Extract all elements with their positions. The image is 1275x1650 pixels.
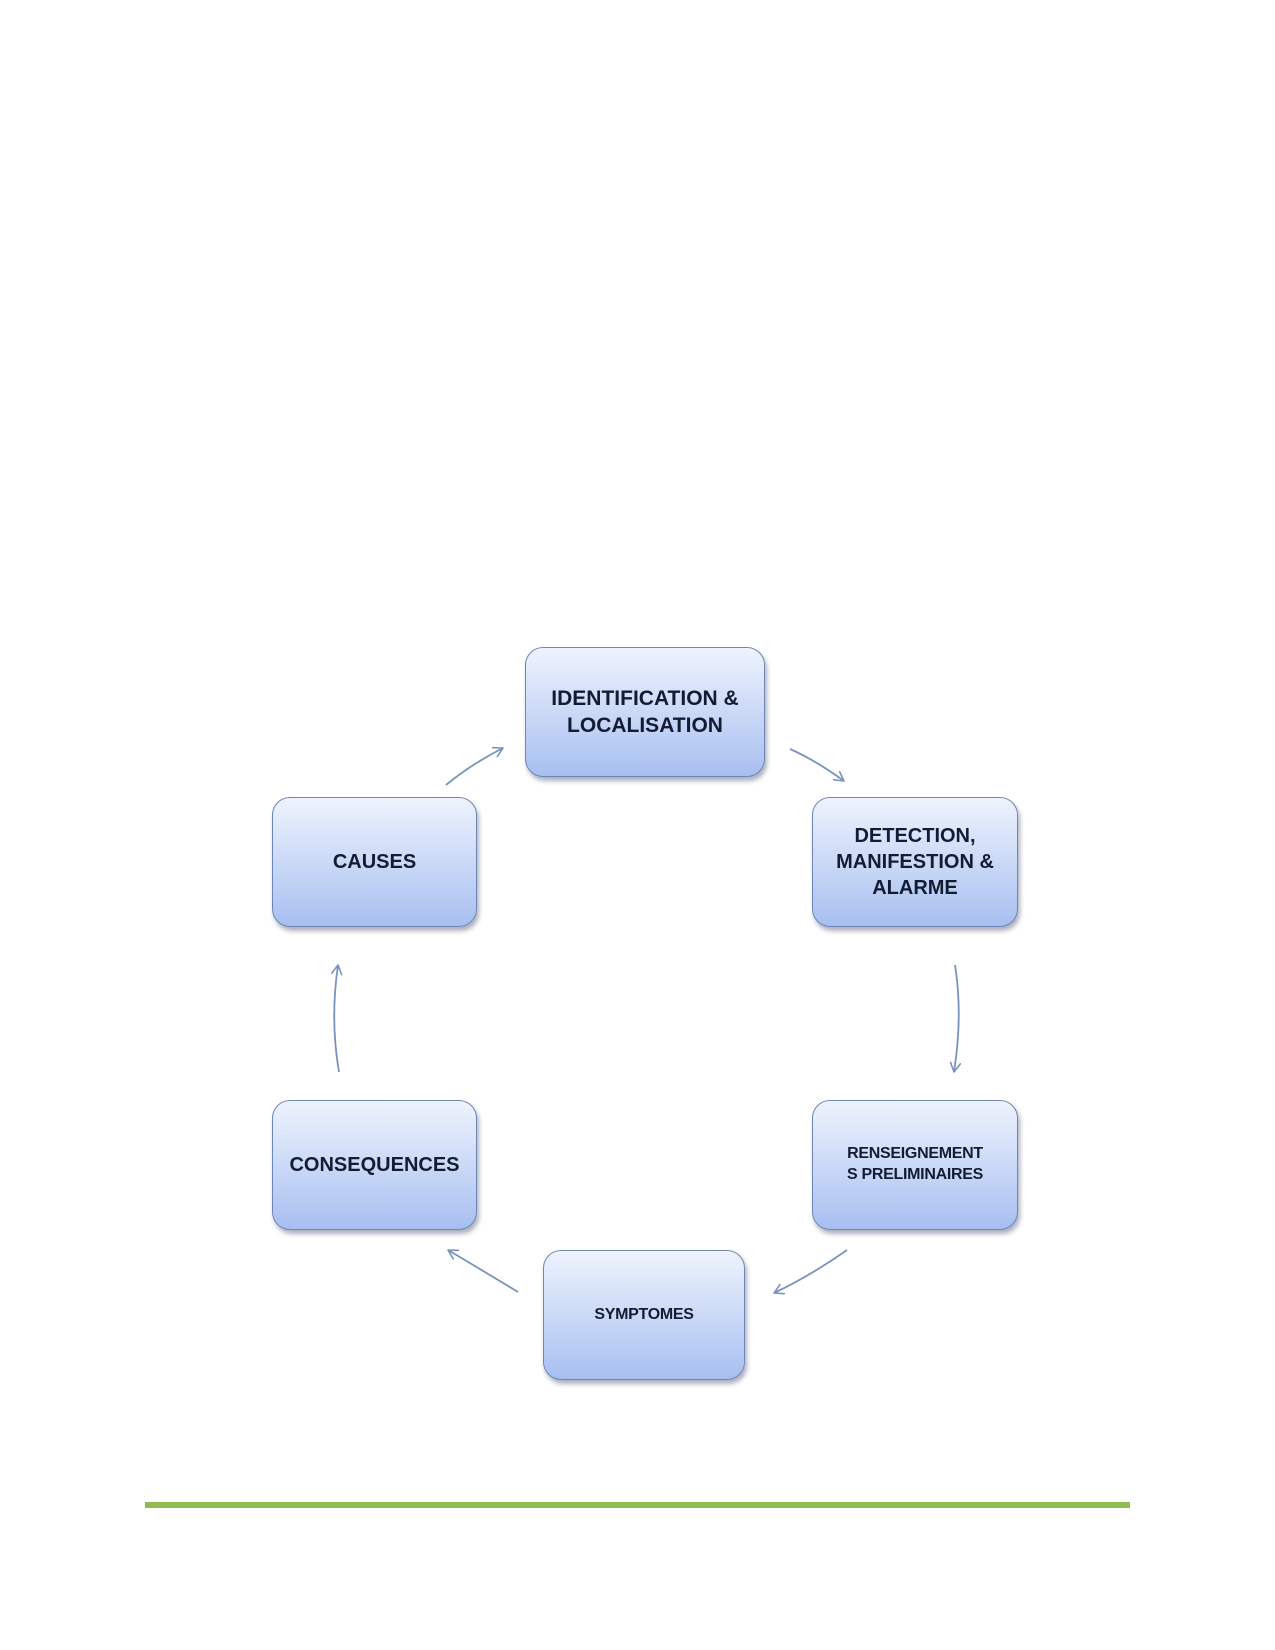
node-detection-alarme: DETECTION, MANIFESTION & ALARME [812, 797, 1018, 927]
edge-causes-identification [445, 746, 504, 786]
node-consequences: CONSEQUENCES [272, 1100, 477, 1230]
footer-divider [145, 1502, 1130, 1508]
node-symptomes: SYMPTOMES [543, 1250, 745, 1380]
edge-symptomes-consequences [447, 1249, 519, 1293]
edge-consequences-causes [330, 964, 343, 1073]
node-identification-localisation: IDENTIFICATION & LOCALISATION [525, 647, 765, 777]
edge-identification-detection [789, 748, 845, 782]
node-causes: CAUSES [272, 797, 477, 927]
node-renseignements-preliminaires: RENSEIGNEMENT S PRELIMINAIRES [812, 1100, 1018, 1230]
edge-detection-renseignements [949, 964, 962, 1073]
edge-renseignements-symptomes [773, 1249, 848, 1295]
